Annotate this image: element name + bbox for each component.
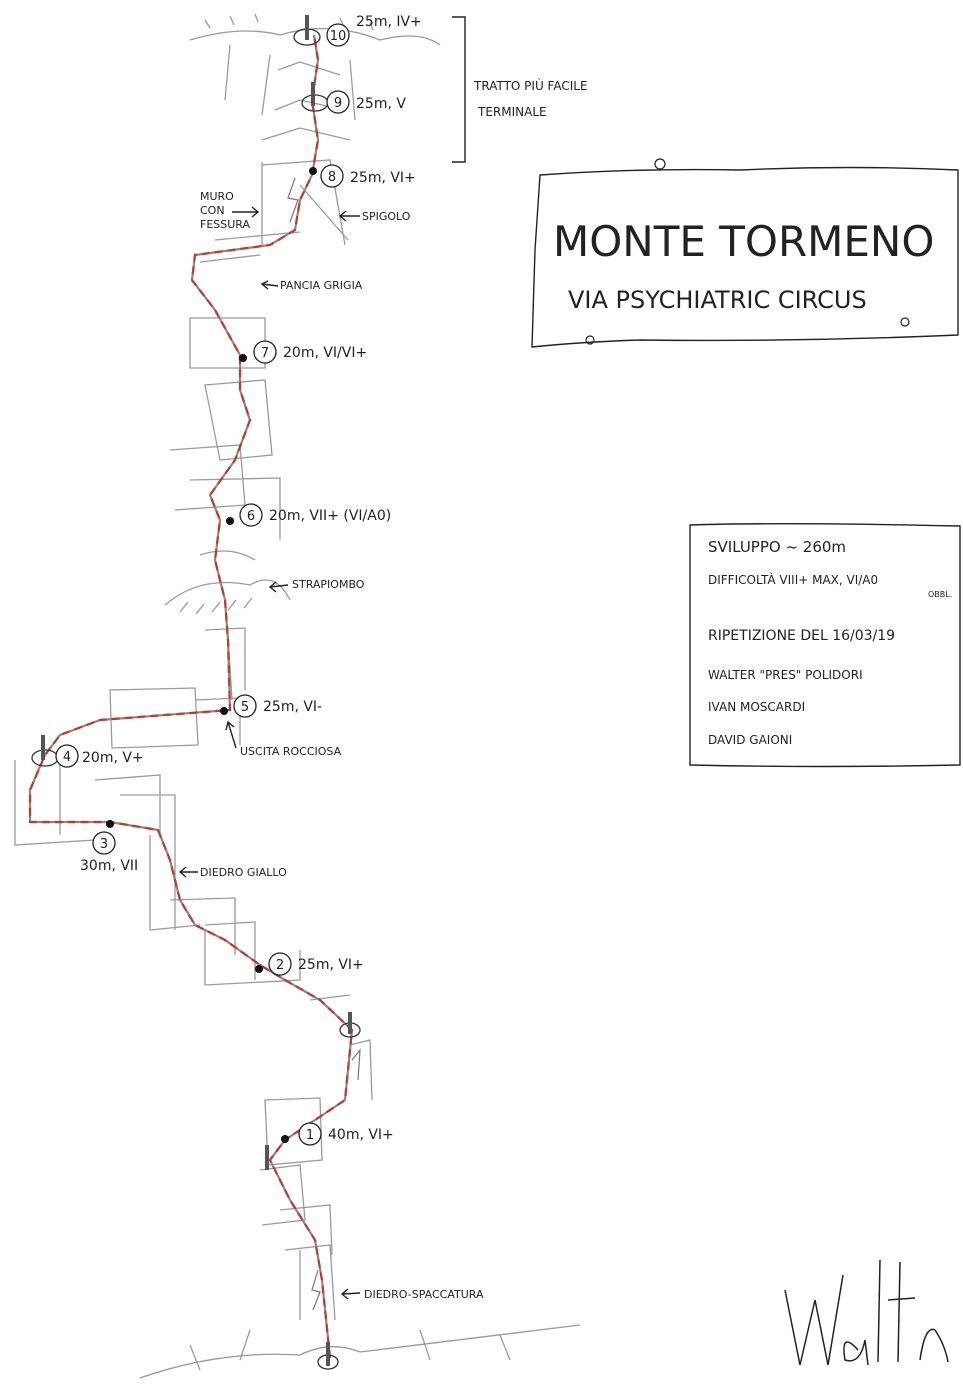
info-climber: IVAN MOSCARDI: [708, 700, 805, 714]
pitch-10: 10 25m, IV+: [326, 14, 422, 47]
svg-text:PANCIA GRIGIA: PANCIA GRIGIA: [280, 279, 363, 292]
info-climber: WALTER "PRES" POLIDORI: [708, 668, 863, 682]
pitch-label: 30m, VII: [80, 858, 138, 874]
pitch-label: 40m, VI+: [328, 1127, 394, 1143]
pitch-1: 1 40m, VI+: [298, 1122, 394, 1146]
pitch-number-circle: [233, 694, 257, 718]
route-name: VIA PSYCHIATRIC CIRCUS: [568, 286, 867, 314]
pitch-number-circle: [298, 1122, 322, 1146]
pitch-6: 6 20m, VII+ (VI/A0): [239, 503, 391, 527]
svg-text:USCITA ROCCIOSA: USCITA ROCCIOSA: [240, 745, 342, 758]
pitch-number: 2: [276, 958, 284, 973]
bracket-note: TRATTO PIÙ FACILE TERMINALE: [452, 16, 588, 163]
pitch-5: 5 25m, VI-: [233, 694, 322, 718]
svg-text:DIEDRO-SPACCATURA: DIEDRO-SPACCATURA: [364, 1288, 484, 1301]
pitch-number: 4: [63, 750, 71, 765]
arrow-icon: [268, 581, 289, 593]
arrow-icon: [178, 866, 198, 878]
pitch-3: 3 30m, VII: [80, 831, 138, 874]
annotation-spigolo: SPIGOLO: [338, 210, 411, 223]
svg-text:CON: CON: [200, 204, 225, 217]
pitch-2: 2 25m, VI+: [268, 952, 364, 976]
pitch-label: 25m, IV+: [356, 14, 422, 30]
pitch-label: 25m, VI+: [350, 170, 416, 186]
pitch-number: 7: [261, 346, 269, 361]
pitch-label: 25m, V: [356, 96, 406, 112]
pitch-number: 10: [330, 29, 347, 44]
svg-text:TERMINALE: TERMINALE: [477, 105, 547, 119]
title-frame: [531, 166, 959, 348]
pitch-label: 25m, VI+: [298, 957, 364, 973]
info-climber: DAVID GAIONI: [708, 733, 792, 747]
pitch-number-circle: [55, 744, 79, 768]
pitch-number-circle: [92, 831, 116, 855]
belay-anchors: [31, 15, 361, 1370]
pitch-number-circle: [268, 952, 292, 976]
pitch-number-circle: [326, 23, 350, 47]
pitch-number: 1: [306, 1128, 314, 1143]
rock-sketch: [14, 13, 581, 1379]
title-box: MONTE TORMENO VIA PSYCHIATRIC CIRCUS: [531, 158, 959, 348]
arrow-icon: [232, 206, 260, 218]
svg-text:TRATTO PIÙ FACILE: TRATTO PIÙ FACILE: [473, 78, 588, 93]
info-box: SVILUPPO ~ 260m DIFFICOLTÀ VIII+ MAX, VI…: [689, 523, 961, 768]
pitch-8: 8 25m, VI+: [320, 164, 416, 188]
pitch-4: 4 20m, V+: [55, 744, 144, 768]
pitch-number-circle: [253, 340, 277, 364]
pitch-7: 7 20m, VI/VI+: [253, 340, 367, 364]
pitch-label: 25m, VI-: [263, 699, 322, 715]
pitch-number: 8: [328, 170, 336, 185]
arrow-icon: [260, 280, 279, 290]
pitch-number: 6: [247, 509, 255, 524]
arrow-icon: [225, 720, 237, 749]
pitch-label: 20m, VI/VI+: [283, 345, 367, 361]
signature: [784, 1259, 949, 1366]
bracket: [452, 16, 466, 163]
pitch-number-circle: [320, 164, 344, 188]
annotation-pancia-grigia: PANCIA GRIGIA: [260, 279, 363, 292]
pitch-number-circle: [326, 90, 350, 114]
svg-text:SPIGOLO: SPIGOLO: [362, 210, 411, 223]
pitch-9: 9 25m, V: [326, 90, 406, 114]
pitch-number-circle: [239, 503, 263, 527]
annotation-diedro-giallo: DIEDRO GIALLO: [178, 866, 287, 879]
info-frame: [689, 523, 961, 768]
info-difficolta-note: OBBL.: [928, 590, 952, 599]
annotation-strapiombo: STRAPIOMBO: [268, 578, 365, 593]
svg-text:STRAPIOMBO: STRAPIOMBO: [292, 578, 365, 591]
info-difficolta: DIFFICOLTÀ VIII+ MAX, VI/A0: [708, 572, 878, 587]
pitch-label: 20m, VII+ (VI/A0): [269, 508, 391, 524]
route-line: [28, 34, 354, 1359]
info-ripetizione: RIPETIZIONE DEL 16/03/19: [708, 628, 895, 644]
svg-text:FESSURA: FESSURA: [200, 218, 250, 231]
annotation-muro-con-fessura: MURO CON FESSURA: [200, 190, 260, 231]
annotation-diedro-spaccatura: DIEDRO-SPACCATURA: [340, 1288, 484, 1301]
annotation-uscita-rocciosa: USCITA ROCCIOSA: [225, 720, 342, 758]
pitch-number: 5: [241, 700, 249, 715]
pitch-label: 20m, V+: [82, 750, 144, 766]
pitch-number: 9: [334, 96, 342, 111]
pitch-number: 3: [100, 837, 108, 852]
arrow-icon: [338, 210, 360, 222]
info-sviluppo: SVILUPPO ~ 260m: [708, 538, 846, 556]
page-title: MONTE TORMENO: [553, 217, 934, 266]
svg-text:DIEDRO GIALLO: DIEDRO GIALLO: [200, 866, 287, 879]
arrow-icon: [340, 1288, 361, 1300]
svg-text:MURO: MURO: [200, 190, 234, 203]
